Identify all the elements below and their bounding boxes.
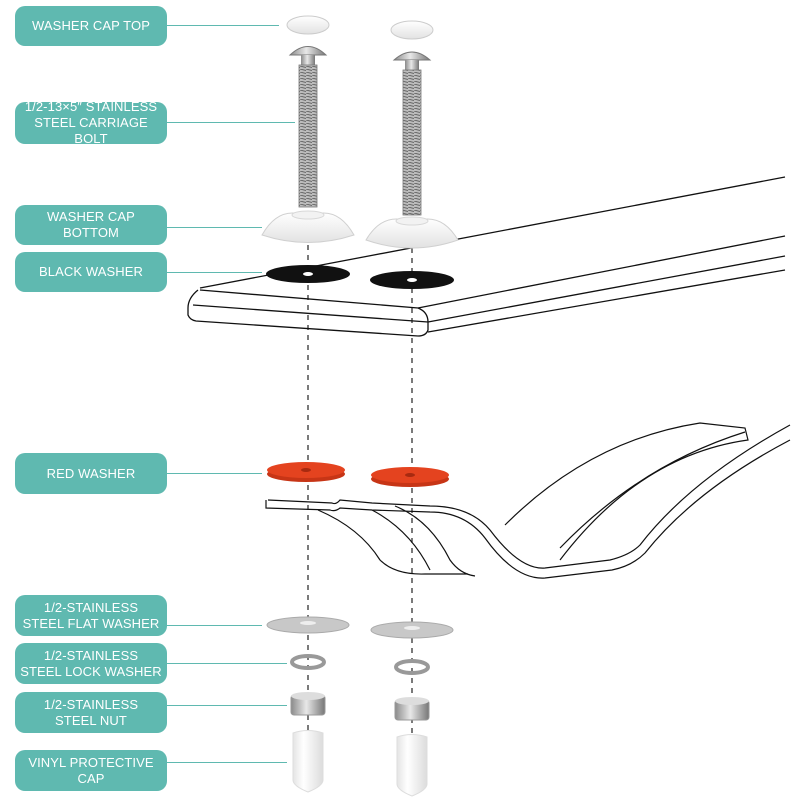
leader-line-washer-cap-top [167,25,279,26]
leader-line-lock-washer [167,663,287,664]
washer-cap-top-right [390,20,434,40]
flat-washer-right [370,621,454,639]
label-vinyl-cap: VINYL PROTECTIVE CAP [15,750,167,791]
label-nut: 1/2-STAINLESS STEEL NUT [15,692,167,733]
hinge-bracket-outline [265,422,791,579]
nut-left [290,692,326,716]
washer-cap-bottom-left [261,210,355,243]
vinyl-cap-left [292,730,324,793]
lock-washer-right [394,659,430,675]
red-washer-left [267,462,345,482]
leader-line-black-washer [167,272,262,273]
label-lock-washer: 1/2-STAINLESS STEEL LOCK WASHER [15,643,167,684]
leader-line-flat-washer [167,625,262,626]
seat-board-outline [187,176,786,337]
leader-line-washer-cap-bottom [167,227,262,228]
nut-right [394,697,430,721]
red-washer-right [371,467,449,487]
label-washer-cap-top: WASHER CAP TOP [15,6,167,46]
leader-line-carriage-bolt [167,122,295,123]
flat-washer-left [266,616,350,634]
leader-line-nut [167,705,287,706]
washer-cap-top-left [286,15,330,35]
lock-washer-left [290,654,326,670]
label-flat-washer: 1/2-STAINLESS STEEL FLAT WASHER [15,595,167,636]
label-washer-cap-bottom: WASHER CAP BOTTOM [15,205,167,245]
leader-line-vinyl-cap [167,762,287,763]
carriage-bolt-left [288,46,328,208]
carriage-bolt-right [392,51,432,216]
black-washer-right [370,271,454,289]
label-carriage-bolt: 1/2-13×5″ STAINLESS STEEL CARRIAGE BOLT [15,99,167,146]
washer-cap-bottom-right [365,216,459,249]
leader-line-red-washer [167,473,262,474]
label-black-washer: BLACK WASHER [15,252,167,292]
label-red-washer: RED WASHER [15,453,167,494]
black-washer-left [266,265,350,283]
vinyl-cap-right [396,734,428,797]
